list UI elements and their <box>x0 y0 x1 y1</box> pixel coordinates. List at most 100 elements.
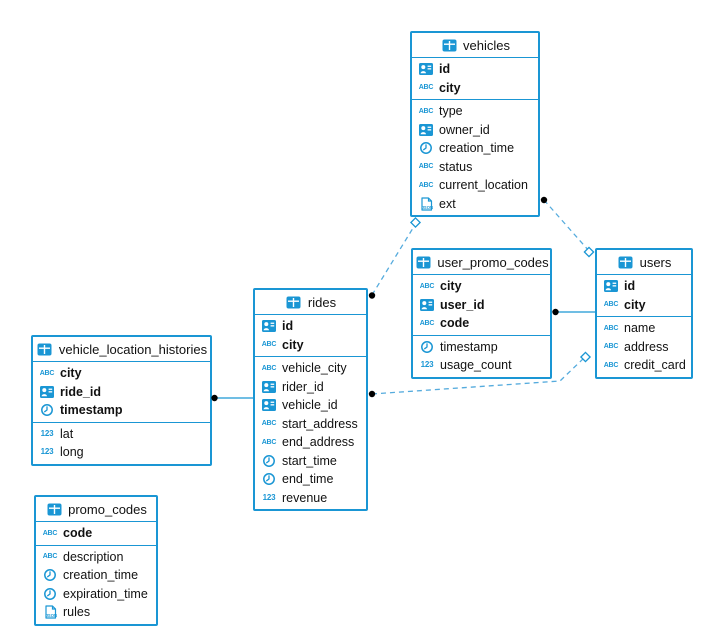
text-type-icon: ABC <box>261 420 277 428</box>
table-name: vehicle_location_histories <box>58 341 208 357</box>
text-type-icon: ABC <box>261 364 277 372</box>
table-icon <box>285 296 303 309</box>
column-name: creation_time <box>439 141 515 156</box>
column-current_location: ABC current_location <box>412 176 538 195</box>
text-type-icon: ABC <box>418 181 434 189</box>
column-name: code <box>440 316 470 331</box>
timestamp-icon <box>417 141 435 155</box>
table-header-promo_codes[interactable]: promo_codes <box>36 497 156 522</box>
json-icon: JSON <box>417 197 435 211</box>
table-header-user_promo_codes[interactable]: user_promo_codes <box>413 250 550 275</box>
id-icon <box>418 298 436 311</box>
text-type-icon: ABC <box>603 361 619 369</box>
text-type-icon: ABC <box>603 324 619 332</box>
column-id: id <box>412 60 538 79</box>
table-header-rides[interactable]: rides <box>255 290 366 315</box>
column-name: credit_card <box>624 358 686 373</box>
column-name: type <box>439 104 463 119</box>
table-name: users <box>639 254 672 270</box>
column-end_time: end_time <box>255 470 366 489</box>
column-id: id <box>255 317 366 336</box>
table-header-vehicles[interactable]: vehicles <box>412 33 538 58</box>
text-type-icon: ABC <box>261 341 277 349</box>
svg-text:JSON: JSON <box>45 613 56 618</box>
text-type-icon: ABC <box>42 529 58 537</box>
column-vehicle_city: ABC vehicle_city <box>255 359 366 378</box>
column-start_time: start_time <box>255 452 366 471</box>
table-icon <box>45 503 63 516</box>
table-header-users[interactable]: users <box>597 250 691 275</box>
text-type-icon: ABC <box>603 301 619 309</box>
column-name: ABC name <box>597 319 691 338</box>
column-city: ABC city <box>255 336 366 355</box>
column-name: ext <box>439 196 456 211</box>
id-icon <box>417 63 435 76</box>
column-city: ABC city <box>413 277 550 296</box>
column-name: address <box>624 339 669 354</box>
column-owner_id: owner_id <box>412 121 538 140</box>
column-name: city <box>439 80 461 95</box>
column-name: current_location <box>439 178 528 193</box>
column-name: city <box>282 337 304 352</box>
column-timestamp: timestamp <box>413 338 550 357</box>
text-type-icon: ABC <box>39 369 55 377</box>
column-name: city <box>60 366 82 381</box>
table-name: user_promo_codes <box>437 254 549 270</box>
column-name: revenue <box>282 490 328 505</box>
table-icon <box>414 256 432 269</box>
column-type: ABC type <box>412 102 538 121</box>
number-type-icon: 123 <box>40 428 54 438</box>
text-type-icon: ABC <box>418 107 434 115</box>
text-type-icon: ABC <box>419 282 435 290</box>
column-name: name <box>624 321 656 336</box>
column-name: vehicle_city <box>282 361 347 376</box>
number-type-icon: 123 <box>420 360 434 370</box>
column-rider_id: rider_id <box>255 378 366 397</box>
timestamp-icon <box>260 472 278 486</box>
column-id: id <box>597 277 691 296</box>
text-type-icon: ABC <box>603 343 619 351</box>
table-name: promo_codes <box>68 501 147 517</box>
id-icon <box>260 399 278 412</box>
id-icon <box>602 280 620 293</box>
column-start_address: ABC start_address <box>255 415 366 434</box>
text-type-icon: ABC <box>419 319 435 327</box>
column-name: start_address <box>282 416 358 431</box>
column-name: city <box>440 279 462 294</box>
column-timestamp: timestamp <box>33 401 210 420</box>
table-header-vehicle_location_histories[interactable]: vehicle_location_histories <box>33 337 210 362</box>
column-name: id <box>624 279 636 294</box>
text-type-icon: ABC <box>42 553 58 561</box>
column-creation_time: creation_time <box>36 566 156 585</box>
table-name: rides <box>307 294 337 310</box>
table-icon <box>36 343 54 356</box>
column-name: status <box>439 159 473 174</box>
column-name: timestamp <box>60 403 123 418</box>
column-name: end_time <box>282 472 334 487</box>
id-icon <box>417 123 435 136</box>
column-name: timestamp <box>440 339 498 354</box>
id-icon <box>260 320 278 333</box>
column-name: id <box>282 319 294 334</box>
column-name: description <box>63 549 124 564</box>
